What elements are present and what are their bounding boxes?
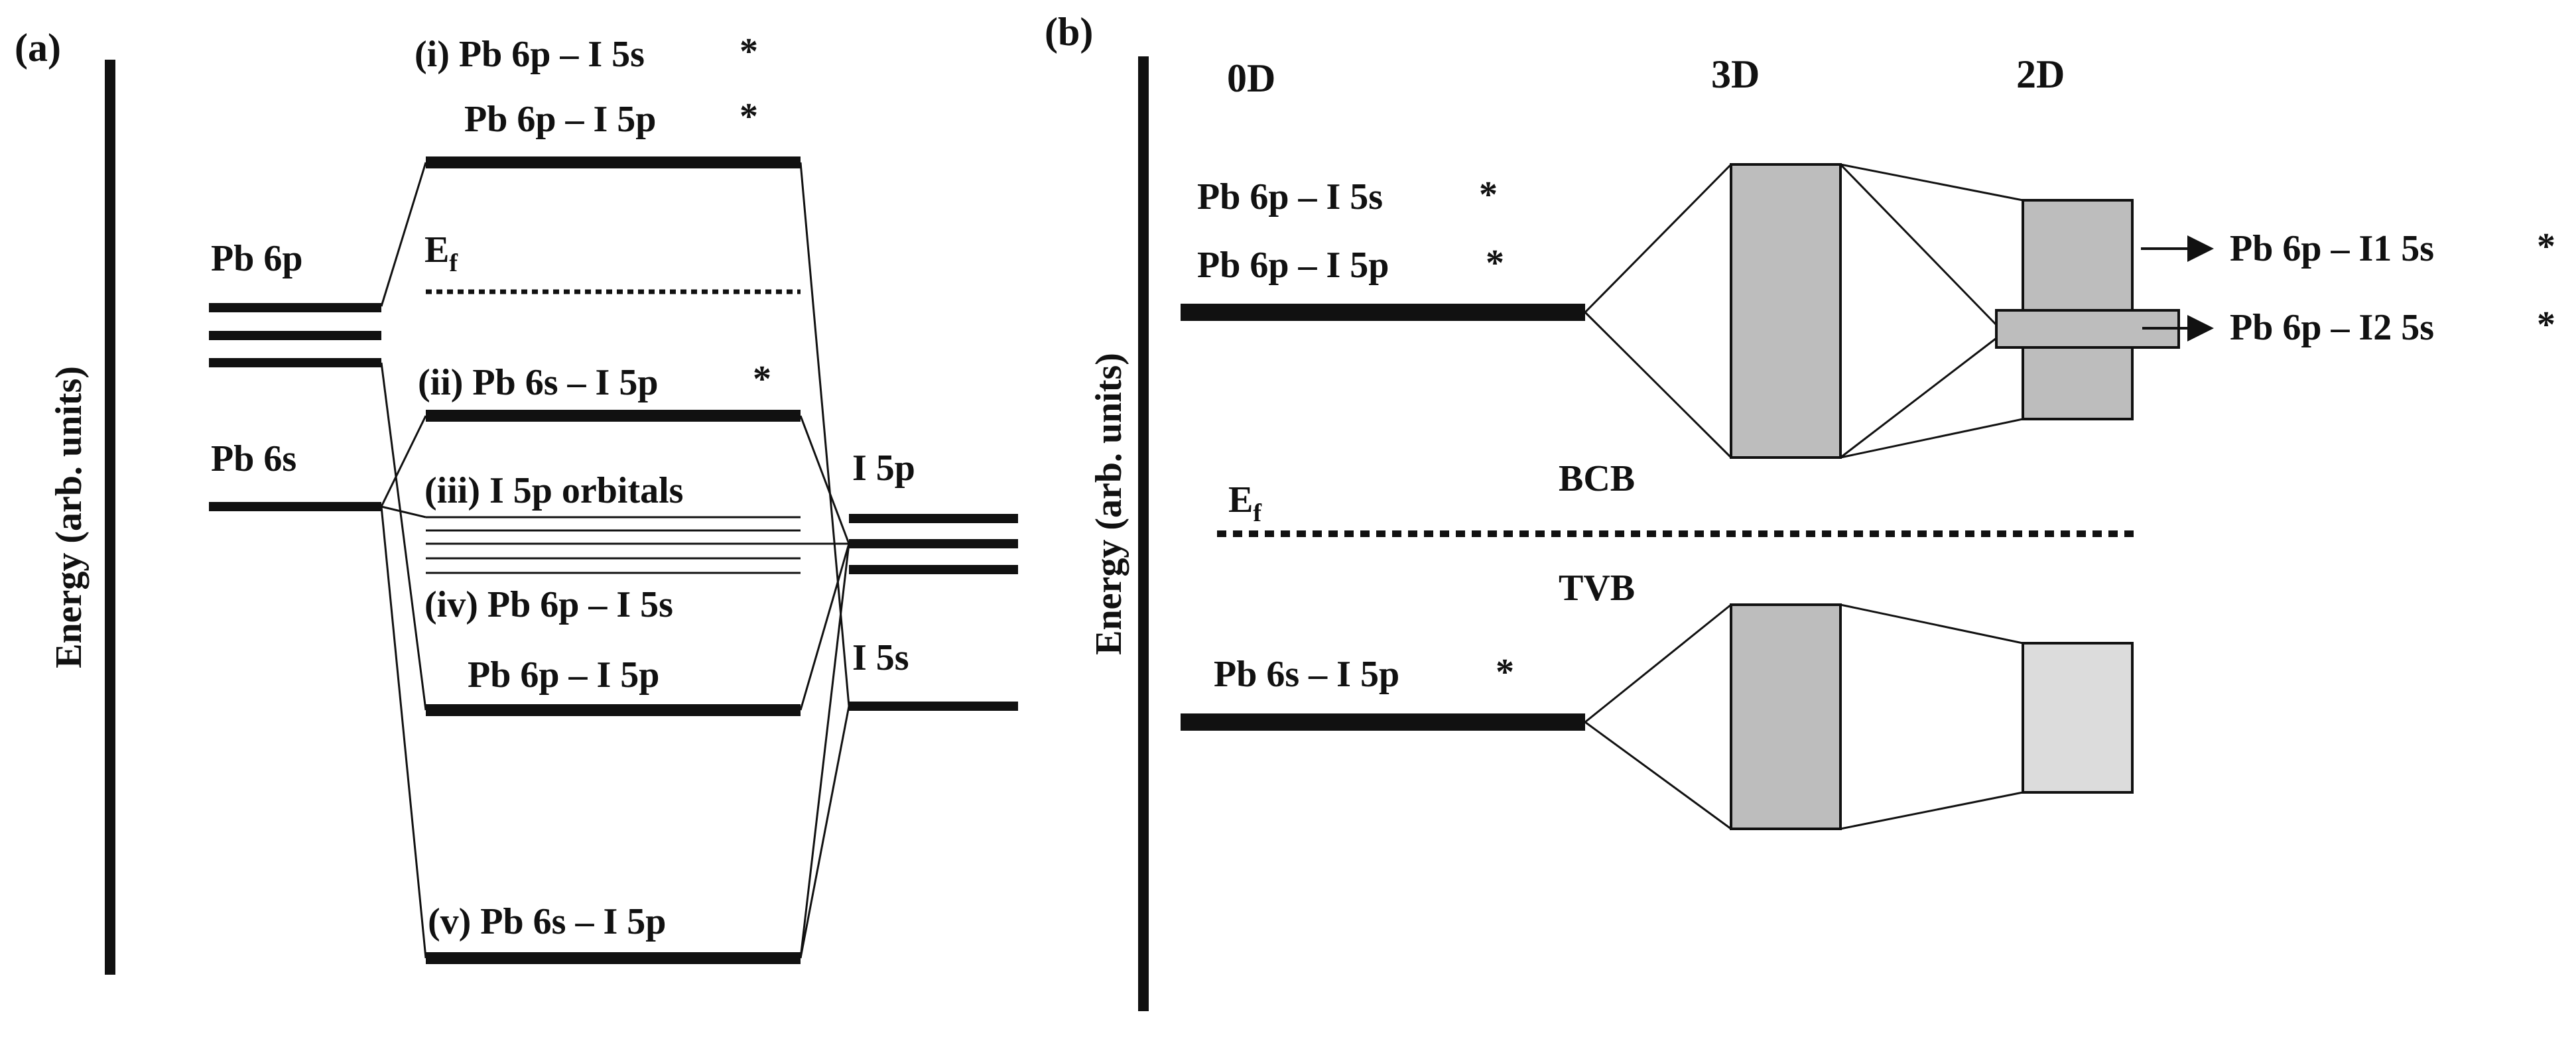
upper-star-1: * xyxy=(1479,174,1498,215)
i-5s-label: I 5s xyxy=(852,637,909,678)
level-i-line xyxy=(426,156,801,168)
level-i-star-2: * xyxy=(740,96,758,137)
lower-0d-level xyxy=(1181,713,1585,731)
upper-label-1: Pb 6p – I 5s xyxy=(1197,176,1383,217)
level-i-star-1: * xyxy=(740,31,758,72)
level-ii-line xyxy=(426,410,801,422)
level-i-label-1: (i) Pb 6p – I 5s xyxy=(415,34,645,75)
upper-label-2: Pb 6p – I 5p xyxy=(1197,245,1389,286)
level-iv-line xyxy=(426,704,801,716)
pb-6p-level-2 xyxy=(209,331,381,340)
level-iv-label-1: (iv) Pb 6p – I 5s xyxy=(424,584,673,625)
fermi-label-a: Ef xyxy=(424,229,458,277)
level-ii-label: (ii) Pb 6s – I 5p xyxy=(418,362,659,403)
pb-6p-level-3 xyxy=(209,358,381,367)
level-v-label: (v) Pb 6s – I 5p xyxy=(428,901,666,942)
arrow-i2-star: * xyxy=(2537,304,2555,345)
dim-2d-label: 2D xyxy=(2016,52,2065,96)
level-ii-star: * xyxy=(753,359,771,400)
panel-b: (b) Energy (arb. units) 0D 3D 2D Pb 6p –… xyxy=(1045,10,2555,1011)
panel-b-tag: (b) xyxy=(1045,10,1093,54)
i-5p-level-3 xyxy=(849,565,1018,574)
arrow-i1-label: Pb 6p – I1 5s xyxy=(2230,228,2434,269)
pb-6p-level-1 xyxy=(209,303,381,312)
level-iii-label: (iii) I 5p orbitals xyxy=(424,470,683,511)
upper-0d-level xyxy=(1181,304,1585,321)
pb-6s-level xyxy=(209,502,381,511)
lower-star-1: * xyxy=(1496,652,1514,693)
panel-a-tag: (a) xyxy=(15,26,61,70)
panel-a-energy-axis xyxy=(105,60,115,975)
i-5s-level xyxy=(849,702,1018,711)
tvb-label: TVB xyxy=(1559,568,1635,609)
i-5p-label: I 5p xyxy=(852,448,915,489)
upper-3d-band xyxy=(1730,163,1842,459)
panel-a-right-correlation-lines xyxy=(799,162,850,959)
panel-a-axis-label: Energy (arb. units) xyxy=(48,366,90,668)
panel-b-axis-label: Energy (arb. units) xyxy=(1088,353,1129,655)
arrow-i2-label: Pb 6p – I2 5s xyxy=(2230,307,2434,348)
i-5p-level-1 xyxy=(849,514,1018,523)
panel-a-left-correlation-lines xyxy=(380,162,427,959)
upper-connector-lines xyxy=(1584,163,2024,459)
fermi-label-b: Ef xyxy=(1228,479,1262,527)
dim-3d-label: 3D xyxy=(1711,52,1760,96)
pb-6s-label: Pb 6s xyxy=(211,438,296,479)
upper-star-2: * xyxy=(1486,243,1504,284)
lower-3d-band xyxy=(1730,603,1842,830)
level-iv-label-2: Pb 6p – I 5p xyxy=(468,654,659,696)
pb-6p-label: Pb 6p xyxy=(211,238,303,279)
level-v-line xyxy=(426,952,801,964)
bcb-label: BCB xyxy=(1559,458,1635,499)
arrow-i1-star: * xyxy=(2537,226,2555,267)
panel-a: (a) Energy (arb. units) Pb 6p Pb 6s I 5p… xyxy=(15,26,1018,975)
lower-connector-lines xyxy=(1584,603,2024,830)
panel-b-energy-axis xyxy=(1138,56,1149,1011)
level-i-label-2: Pb 6p – I 5p xyxy=(464,99,656,140)
i-5p-level-2 xyxy=(849,539,1018,548)
lower-label-1: Pb 6s – I 5p xyxy=(1214,654,1399,695)
dim-0d-label: 0D xyxy=(1227,56,1275,100)
lower-2d-band xyxy=(2022,642,2134,794)
